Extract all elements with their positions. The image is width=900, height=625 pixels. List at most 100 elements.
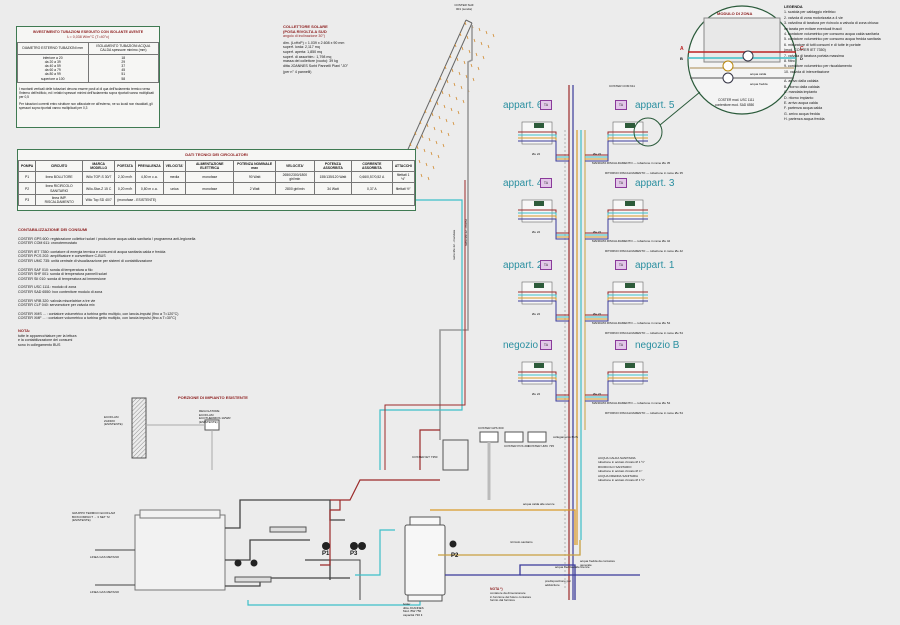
existing-plant-title: PORZIONE DI IMPIANTO ESISTENTE: [178, 395, 248, 400]
pumps-header-cell: VELOCITA': [162, 159, 187, 173]
pumps-header-cell: CORRENTE ASSORBITA: [351, 159, 393, 173]
metering-item: COSTER IET 7350: contatore di energia te…: [18, 249, 166, 254]
boiler-label-line: Mod. BW 750: [403, 609, 422, 614]
sun-ray: [492, 33, 495, 38]
metering-group: COSTER SAF 010: sonda di temperatura a f…: [18, 268, 248, 282]
zone-module-display: [534, 283, 544, 288]
solar-return-pipe: [379, 180, 463, 470]
sun-ray: [418, 159, 421, 164]
pumps-header-cell: ATTACCHI: [391, 159, 416, 173]
pumps-cell: 34 Watt: [313, 182, 353, 195]
recirc-label: ricircolo sanitario: [510, 540, 533, 544]
legend-item: D. ritorno impianto: [784, 95, 814, 100]
sun-ray: [473, 38, 476, 43]
plant-note-title: NOTA *): [490, 587, 503, 591]
pumps-header-cell: PORTATA: [114, 159, 136, 173]
solar-title-2: (POSA RIVOLTA A SUD: [283, 28, 327, 34]
pumps-cell: media: [162, 170, 187, 184]
sun-ray: [421, 134, 424, 139]
sun-ray: [472, 77, 475, 82]
zone-letter-c: C: [800, 46, 804, 52]
sun-ray: [463, 60, 466, 65]
sun-ray: [468, 49, 471, 54]
sun-ray: [464, 21, 467, 26]
pumps-header-cell: POMPA: [17, 159, 37, 173]
gas-line-1: LINEA GAS METANO: [90, 555, 120, 559]
sun-ray: [425, 162, 428, 167]
unit-label-left: appart. 6: [503, 100, 543, 111]
insulation-diameter: da 40 a 59: [44, 64, 61, 68]
legend-item: B. ritorno dalla caldaia: [784, 84, 820, 89]
sun-ray: [466, 35, 469, 40]
riser-label-1: rame Øe 22 - mandata: [452, 229, 456, 260]
sun-ray: [459, 32, 462, 37]
pipe-size-right: Øe 22: [593, 230, 602, 234]
pipe-size-right: Øe 22: [593, 392, 602, 396]
sun-ray: [475, 52, 478, 57]
boiler-group-label: GRUPPO TERMICO ECOFLAM BOXCOMPACT ... 3 …: [72, 511, 115, 523]
insulation-thickness: 18: [121, 55, 126, 60]
sun-ray: [434, 87, 437, 92]
note-title: NOTA:: [18, 327, 31, 333]
sun-ray: [455, 96, 458, 101]
insulation-table-panel: INVESTIMENTO TUBAZIONI ESEGUITO CON ISOL…: [16, 26, 160, 128]
ecoflam-label: ECOFLAM ZAFIRO (ESISTENTE): [104, 415, 123, 427]
solar-title-3: angolo di inclinazione 30°): [283, 34, 325, 39]
pipe-size-left: Øe 22: [532, 392, 541, 396]
sun-ray: [477, 66, 480, 71]
metering-group: COSTER VRB 320: valvola miscelatrice a t…: [18, 299, 248, 308]
zone-module-display: [534, 363, 544, 368]
legend-item: 4. contatore volumetrico per consumo acq…: [784, 32, 880, 37]
sun-ray: [444, 65, 447, 70]
legend-item: 5. contatore volumetrico per consumo acq…: [784, 37, 881, 42]
legend-item: E. arrivo acqua calda: [784, 100, 818, 105]
sun-ray: [458, 71, 461, 76]
pipe-size-right: Øe 22: [593, 312, 602, 316]
unit-label-right: appart. 3: [635, 178, 675, 189]
pumps-cell: linea IMP. RISCALDAMENTO: [35, 193, 84, 207]
thermostat-left: TA: [540, 340, 552, 350]
legend-item: 10. valvola di intercettazione: [784, 69, 830, 74]
pipe-size-left: Øe 22: [532, 312, 541, 316]
sun-ray: [442, 143, 445, 148]
insulation-thickness: 58: [121, 76, 126, 81]
zone-module-display: [625, 283, 635, 288]
sun-ray: [423, 148, 426, 153]
solar-count: (per n° 4 pannelli): [283, 70, 312, 75]
solar-return-2: [384, 180, 466, 470]
thermostat-right: TA: [615, 340, 627, 350]
sun-ray: [485, 30, 488, 35]
pipe-size-left: Øe 22: [532, 152, 541, 156]
sun-ray: [487, 44, 490, 49]
thermostat-right: TA: [615, 100, 627, 110]
sun-ray: [446, 79, 449, 84]
sun-ray: [426, 123, 429, 128]
dhw-label: ACQUA FREDDA SANITARIA: [598, 474, 638, 479]
pump-p2-label: P2: [451, 553, 459, 559]
pumps-cell: linea BOLLITORE: [35, 170, 84, 184]
metering-item: COSTER UMC 735: unità centrale di visual…: [18, 258, 153, 263]
insulation-diameter: da 60 a 79: [44, 68, 61, 73]
pumps-cell: 2,30 m³/h: [114, 170, 136, 184]
sun-ray: [478, 27, 481, 32]
plant-note-line: contatore da dimensionare: [490, 591, 526, 595]
insulation-title: INVESTIMENTO TUBAZIONI ESEGUITO CON ISOL…: [32, 30, 144, 34]
sun-ray: [440, 129, 443, 134]
sun-ray: [465, 74, 468, 79]
pumps-cell: 0,66/0,57/0,52 A: [351, 170, 393, 184]
sun-ray: [480, 41, 483, 46]
riser-supply-label: MANDATA RISCALDAMENTO — tubazione in ram…: [592, 401, 671, 405]
thermostat-left: TA: [540, 100, 552, 110]
branch-pipe-right: [585, 380, 648, 402]
pumps-cell: P1: [17, 170, 37, 184]
sun-ray: [447, 132, 450, 137]
metering-item: COSTER SAF 010: sonda di temperatura a f…: [18, 267, 93, 272]
branch-pipe-left: [518, 380, 569, 402]
sun-ray: [430, 151, 433, 156]
legend-item: 3. valvolina di taratura per ricircolo a…: [784, 21, 879, 26]
zone-letter-b: B: [680, 56, 683, 61]
